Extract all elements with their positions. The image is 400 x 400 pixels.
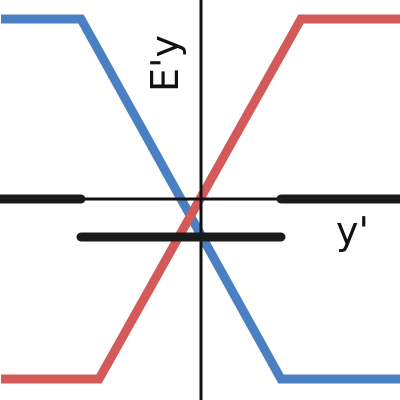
bars-layer [0, 194, 400, 242]
y-axis-label: E'y [143, 35, 187, 92]
x-axis-label: y' [336, 209, 369, 253]
